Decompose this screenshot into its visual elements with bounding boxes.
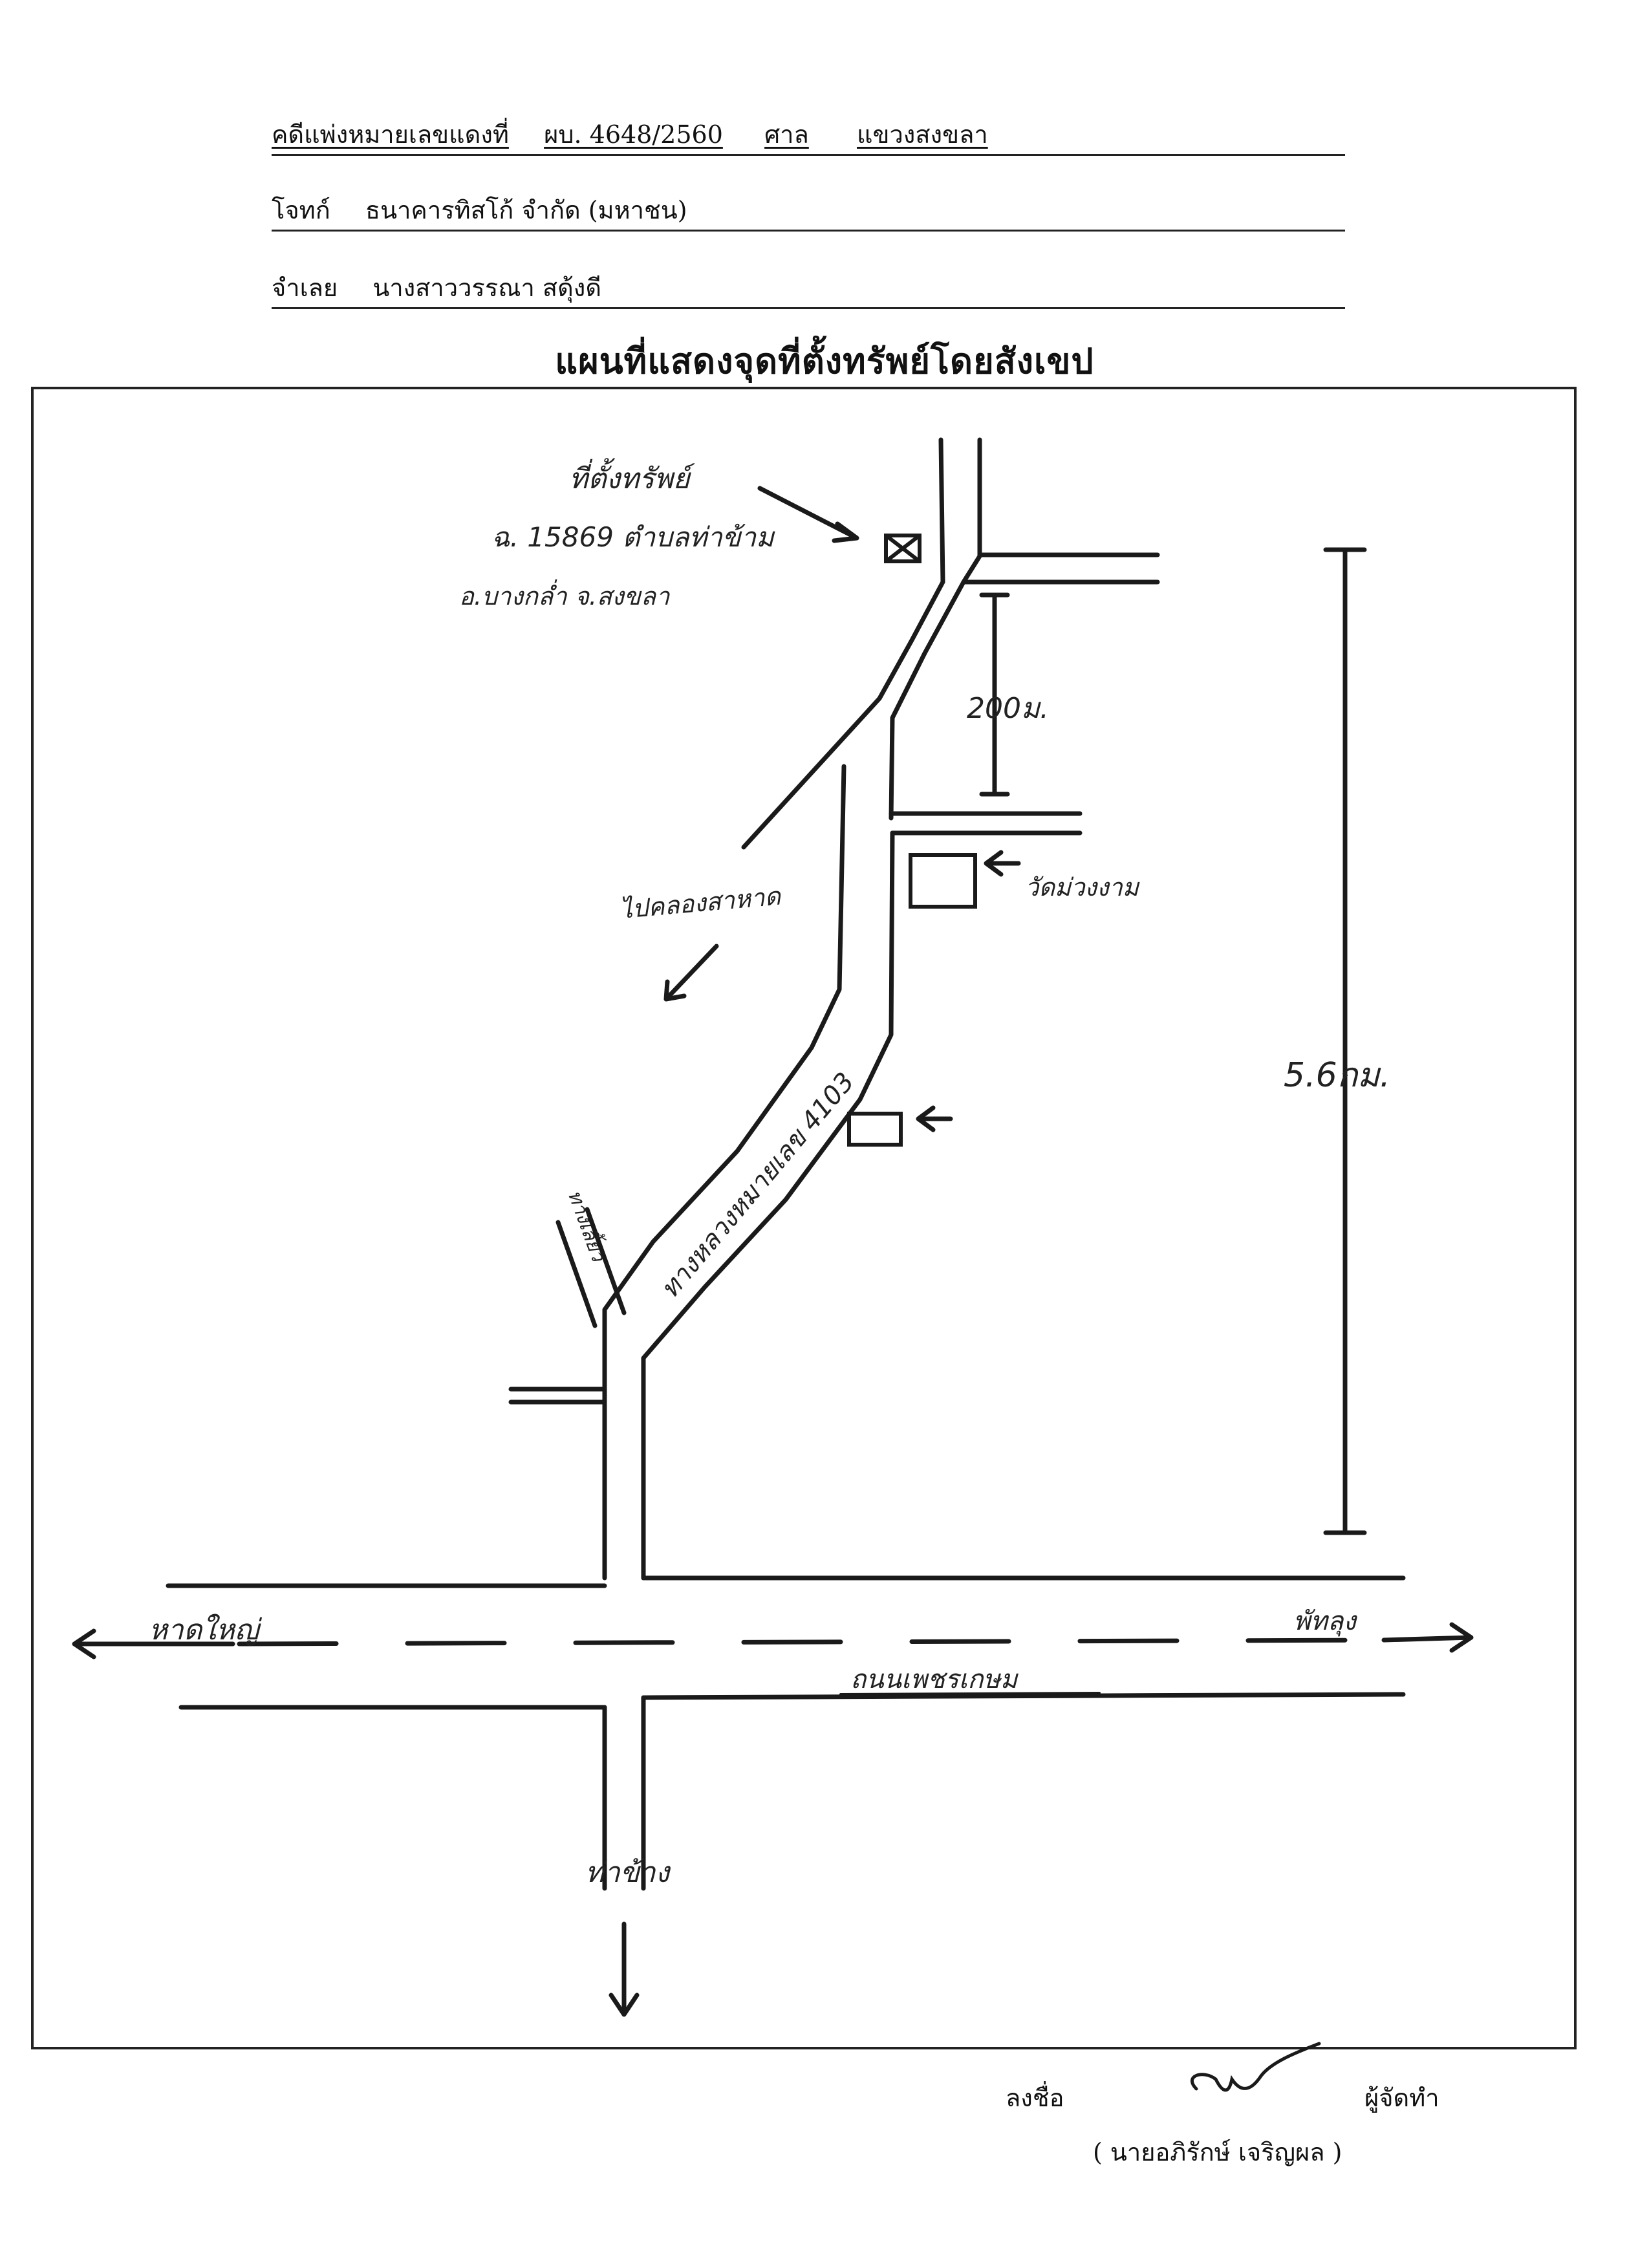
east-direction-arrow — [1381, 1622, 1474, 1653]
map-title: แผนที่แสดงจุดที่ตั้งทรัพย์โดยสังเขป — [555, 340, 1094, 382]
main-road-left-edge — [602, 764, 846, 1581]
east-direction-label: พัทลุง — [1293, 1606, 1357, 1637]
property-pointer-arrow — [757, 486, 859, 543]
case-label: คดีแพ่งหมายเลขแดงที่ — [272, 120, 509, 149]
distance-short-label: 200ม. — [967, 692, 1049, 725]
upper-road-right-edge — [889, 437, 982, 821]
main-road-label: ทางหลวงหมายเลข 4103 — [654, 1067, 860, 1304]
highway-center-line — [237, 1637, 1386, 1647]
main-road-right-edge — [641, 830, 895, 1581]
school-arrow — [916, 1105, 953, 1132]
temple-label: วัดม่วงงาม — [1025, 873, 1140, 902]
signer-name: ( นายอภิรักษ์ เจริญผล ) — [1093, 2138, 1342, 2166]
property-label-line1: ที่ตั้งทรัพย์ — [569, 458, 695, 495]
temple-arrow — [984, 850, 1021, 877]
plaintiff-label: โจทก์ — [272, 196, 330, 224]
side-road-left-edge — [555, 1220, 598, 1328]
plaintiff-name: ธนาคารทิสโก้ จำกัด (มหาชน) — [365, 196, 687, 224]
highway-bottom-edge — [178, 1692, 1406, 1710]
northwest-direction-label: ไปคลองสาหาด — [619, 881, 783, 924]
defendant-line: จำเลย นางสาววรรณา สดุ้งดี — [272, 268, 1345, 309]
map-frame — [31, 387, 1577, 2049]
northwest-direction-arrow — [663, 944, 719, 1002]
highway-label-underline — [839, 1692, 1101, 1696]
highway-label: ถนนเพชรเกษม — [850, 1665, 1019, 1694]
defendant-label: จำเลย — [272, 274, 338, 302]
south-direction-label: ท่าข้าง — [585, 1856, 671, 1889]
court-label: ศาล — [764, 120, 809, 149]
distance-long-label: 5.6กม. — [1284, 1056, 1390, 1095]
plaintiff-line: โจทก์ ธนาคารทิสโก้ จำกัด (มหาชน) — [272, 191, 1345, 232]
signature-scribble — [1191, 2042, 1321, 2092]
case-number-line: คดีแพ่งหมายเลขแดงที่ ผบ. 4648/2560 ศาล แ… — [272, 115, 1345, 156]
case-number: ผบ. 4648/2560 — [544, 120, 723, 149]
west-direction-arrow — [72, 1628, 235, 1659]
west-direction-label: หาดใหญ่ — [149, 1614, 262, 1647]
property-label-line2: ฉ. 15869 ตำบลท่าข้าม — [491, 521, 775, 553]
highway-top-edge — [166, 1575, 1406, 1588]
property-marker-icon — [884, 534, 921, 563]
side-road-right-edge — [585, 1207, 627, 1315]
court-name: แขวงสงขลา — [857, 120, 988, 149]
upper-road-left-edge — [741, 437, 945, 850]
property-label-line3: อ.บางกล่ำ จ.สงขลา — [459, 579, 671, 610]
company-building — [847, 1112, 903, 1147]
distance-200m-marker — [979, 592, 1010, 797]
distance-5-6km-marker — [1323, 547, 1367, 1535]
temple-building — [909, 853, 977, 909]
sign-label: ลงชื่อ — [1006, 2084, 1064, 2112]
defendant-name: นางสาววรรณา สดุ้งดี — [372, 274, 602, 302]
role-label: ผู้จัดทำ — [1364, 2084, 1439, 2112]
south-direction-arrow — [609, 1921, 640, 2017]
